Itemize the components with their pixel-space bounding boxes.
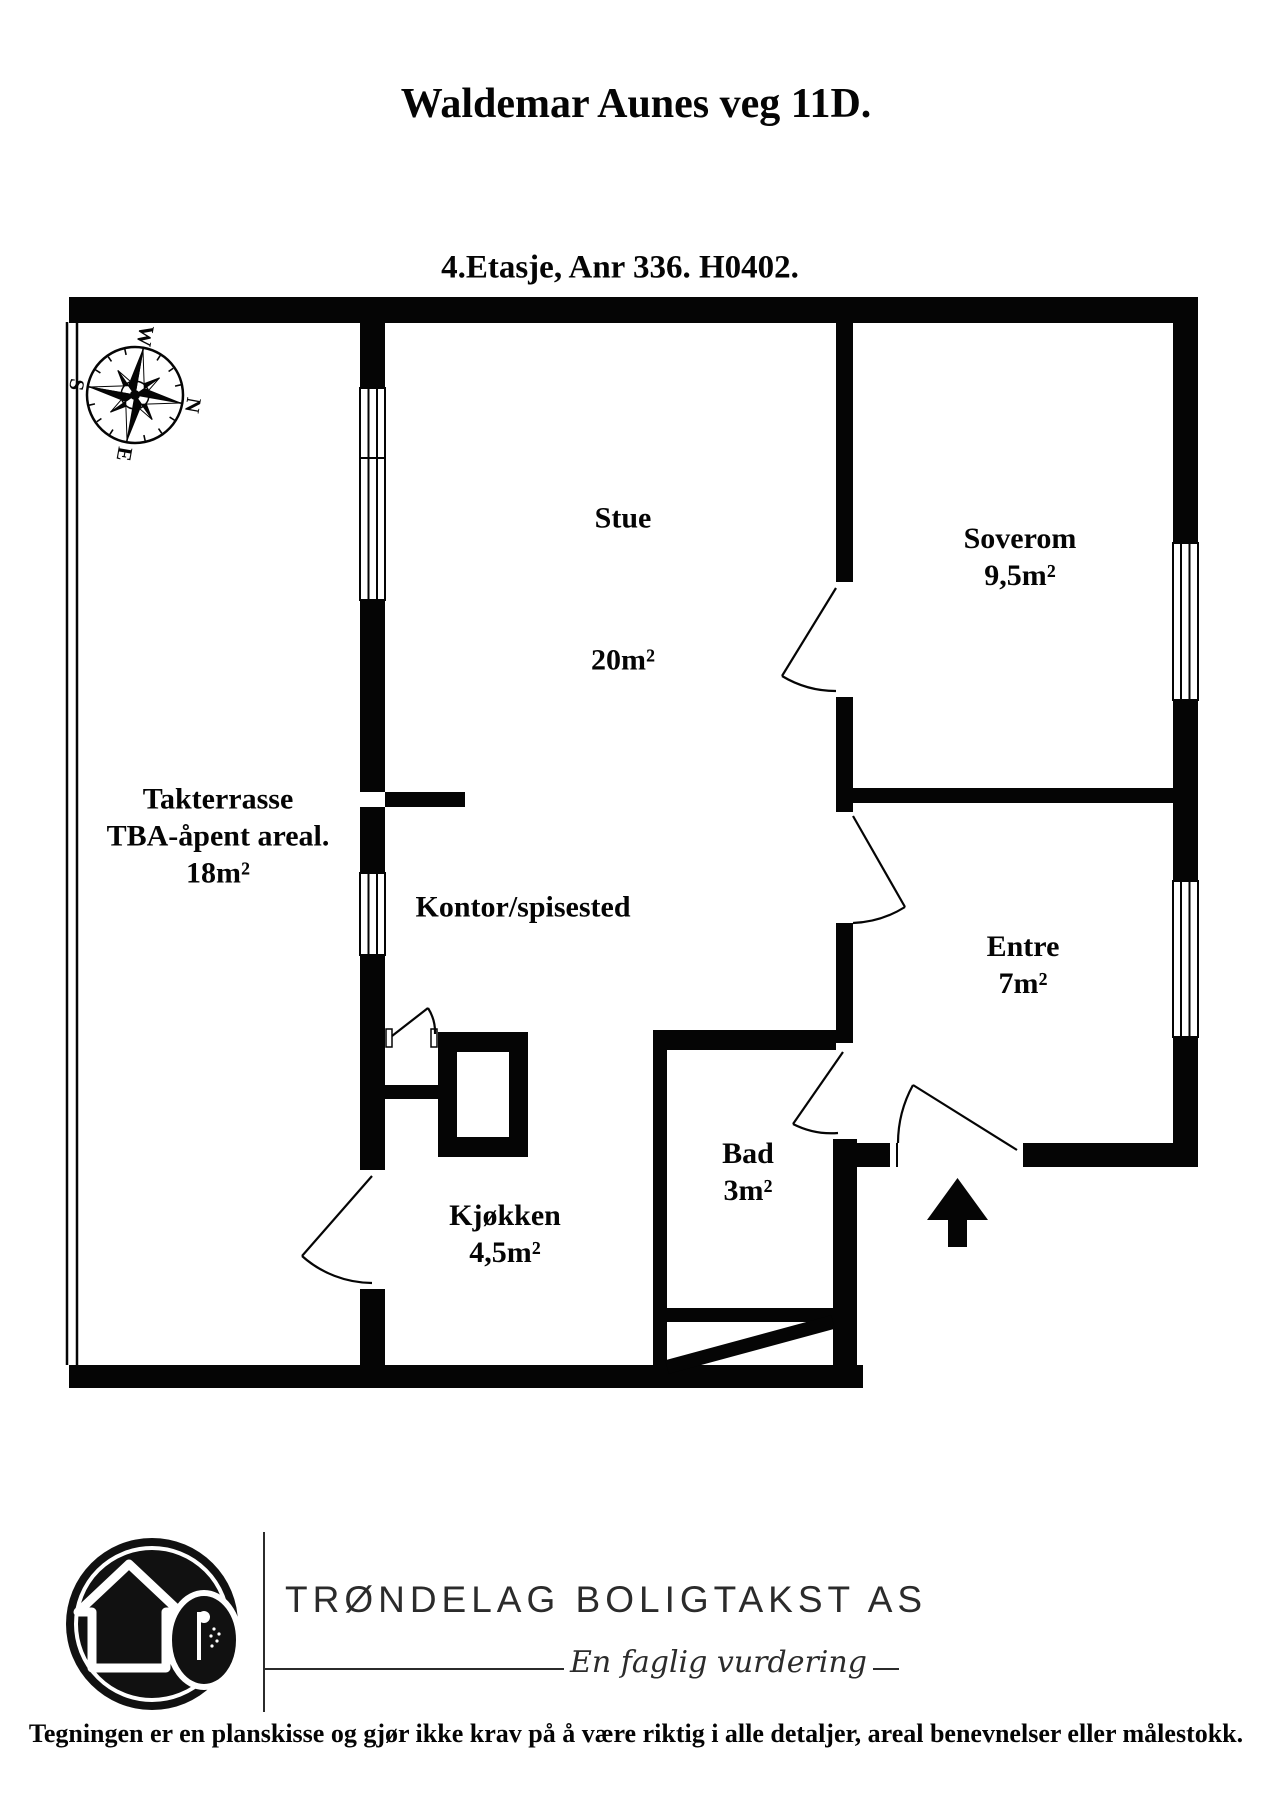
wall-top <box>69 297 1198 323</box>
tagline-rule-left <box>264 1667 564 1670</box>
room-area-stue: 20m² <box>591 642 655 679</box>
door-jambs <box>360 582 1023 1289</box>
room-area: 3m² <box>723 1174 773 1207</box>
door-takterrasse <box>301 1175 373 1285</box>
room-label-stue: Stue <box>595 500 652 537</box>
entrance-arrow-icon <box>927 1178 988 1247</box>
company-name: TRØNDELAG BOLIGTAKST AS <box>285 1579 928 1620</box>
room-name: Kontor/spisested <box>415 890 631 924</box>
wall-entrance-right <box>1017 1143 1198 1167</box>
logo-shower-icon <box>197 1611 221 1660</box>
logo-house-icon <box>73 1559 185 1673</box>
compass-label-w: W <box>132 323 159 348</box>
terrace-railing <box>65 322 79 1365</box>
disclaimer-text: Tegningen er en planskisse og gjør ikke … <box>28 1719 1244 1748</box>
door-bad <box>792 1051 844 1135</box>
company-logo <box>66 1538 242 1710</box>
logo-shower-badge <box>166 1590 242 1690</box>
wall-terrace-2 <box>360 600 385 792</box>
room-name: Stue <box>594 501 652 535</box>
wall-kitchen-stub <box>385 1085 438 1099</box>
wall-shaft-top <box>667 1308 833 1322</box>
wall-terrace-1 <box>360 322 385 388</box>
room-name: Soverom <box>963 522 1077 555</box>
tagline-rule-right <box>872 1667 899 1670</box>
kitchen-shaft-inner <box>457 1052 509 1137</box>
windows <box>359 387 1199 1038</box>
footer-divider <box>263 1532 265 1712</box>
room-area: 9,5m² <box>984 559 1056 592</box>
room-area: 18m² <box>186 856 250 890</box>
room-label-soverom: Soverom 9,5m² <box>964 520 1077 594</box>
compass-label-s: S <box>64 377 90 393</box>
room-label-kjokken: Kjøkken 4,5m² <box>449 1197 561 1271</box>
shaft-diagonal <box>665 1315 835 1374</box>
room-label-takterrasse: Takterrasse TBA-åpent areal. 18m² <box>107 781 330 892</box>
window-terrace-2 <box>359 872 386 956</box>
wall-terrace-4 <box>360 955 385 1176</box>
wall-stub-kontor <box>385 792 465 807</box>
compass-label-e: E <box>112 445 138 463</box>
room-subtitle: TBA-åpent areal. <box>106 819 330 853</box>
page-title: Waldemar Aunes veg 11D. <box>400 81 872 127</box>
tagline-text: En faglig vurdering <box>570 1645 867 1680</box>
wall-bottom <box>69 1365 863 1388</box>
room-area: 7m² <box>998 967 1048 1000</box>
room-name: Kjøkken <box>449 1199 561 1232</box>
walls <box>69 297 1198 1388</box>
wall-terrace-5 <box>360 1283 385 1365</box>
window-entre <box>1172 880 1199 1038</box>
door-stue-soverom <box>781 587 837 693</box>
compass-label-n: N <box>180 396 206 415</box>
wall-entre-left <box>836 917 853 1030</box>
wall-stue-soverom-1 <box>836 322 853 588</box>
company-tagline: En faglig vurdering <box>264 1645 899 1686</box>
compass-icon: N E S W <box>64 323 206 463</box>
wall-bad-right <box>833 1133 857 1365</box>
room-name: Entre <box>986 930 1060 963</box>
door-main-entrance <box>896 1084 1018 1151</box>
wall-bad-top <box>653 1030 853 1050</box>
page-subtitle: 4.Etasje, Anr 336. H0402. <box>441 249 799 286</box>
compass-star <box>89 349 181 441</box>
door-stue-entre <box>852 815 906 925</box>
wall-right-1 <box>1173 297 1198 543</box>
door-kjokken <box>391 1007 437 1037</box>
room-name: Bad <box>722 1137 774 1170</box>
window-soverom <box>1172 542 1199 701</box>
room-area: 4,5m² <box>469 1236 541 1269</box>
doors <box>301 587 1018 1285</box>
room-label-kontor: Kontor/spisested <box>415 889 630 926</box>
room-name: Takterrasse <box>142 782 294 816</box>
room-label-entre: Entre 7m² <box>987 928 1060 1002</box>
room-area: 20m² <box>591 643 655 677</box>
room-label-bad: Bad 3m² <box>722 1135 774 1209</box>
wall-soverom-entre <box>853 788 1198 803</box>
wall-bad-left <box>653 1030 667 1388</box>
wall-stue-soverom-2 <box>836 691 853 818</box>
window-terrace-1 <box>359 387 386 601</box>
wall-terrace-3 <box>360 807 385 873</box>
